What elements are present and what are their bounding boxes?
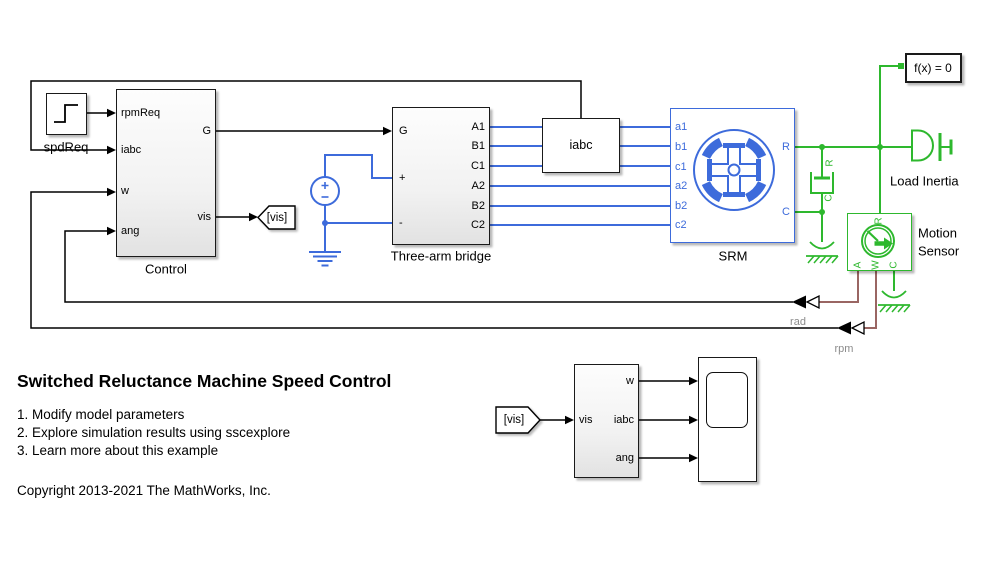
bridge-label: Three-arm bridge bbox=[390, 248, 492, 264]
port-label-bridge-minus: - bbox=[399, 217, 403, 229]
viewer-port-vis: vis bbox=[579, 414, 593, 426]
inertia-shaft-icon[interactable] bbox=[911, 129, 953, 162]
motion-sensor-label-2: Sensor bbox=[918, 243, 960, 259]
annotation-copyright: Copyright 2013-2021 The MathWorks, Inc. bbox=[17, 483, 271, 498]
scope-display bbox=[706, 372, 748, 428]
goto-tag-vis[interactable] bbox=[257, 205, 296, 230]
motion-sensor-label-1: Motion bbox=[918, 225, 958, 241]
srm-port-c1: c1 bbox=[675, 161, 687, 173]
block-solver-config[interactable] bbox=[905, 53, 962, 83]
port-label-a2: A2 bbox=[471, 180, 485, 192]
port-label-iabc-in: iabc bbox=[121, 144, 142, 156]
annotation-step-3: 3. Learn more about this example bbox=[17, 443, 219, 458]
sensor-port-w: W bbox=[870, 260, 882, 270]
goto-tag-label: [vis] bbox=[266, 211, 288, 224]
mechanical-wire-group bbox=[795, 63, 953, 313]
sensor-port-a: A bbox=[852, 261, 864, 269]
port-label-g-out: G bbox=[202, 125, 211, 137]
signal-label-rad: rad bbox=[790, 316, 806, 328]
sensor-port-r: R bbox=[873, 217, 885, 225]
annotation-step-2: 2. Explore simulation results using ssce… bbox=[17, 425, 291, 440]
viewer-port-ang: ang bbox=[615, 452, 634, 464]
block-three-arm-bridge[interactable] bbox=[392, 107, 490, 245]
port-label-vis-out: vis bbox=[197, 211, 211, 223]
spdreq-label: spdReq bbox=[43, 139, 89, 155]
electrical-reference-icon[interactable] bbox=[309, 251, 341, 267]
port-label-rpmreq: rpmReq bbox=[121, 107, 161, 119]
port-label-b2: B2 bbox=[471, 200, 485, 212]
from-tag-label: [vis] bbox=[503, 414, 525, 426]
block-spdreq[interactable] bbox=[46, 93, 87, 135]
srm-port-a1: a1 bbox=[675, 121, 688, 133]
srm-port-c2: c2 bbox=[675, 219, 687, 231]
motor-cross-section-icon bbox=[693, 129, 775, 211]
port-label-b1: B1 bbox=[471, 140, 485, 152]
sensor-port-c: C bbox=[888, 261, 900, 269]
port-label-c1: C1 bbox=[470, 160, 485, 172]
physical-signal-wire-group bbox=[792, 271, 877, 336]
ps-simulink-converter-icon[interactable] bbox=[792, 294, 820, 310]
block-motion-sensor[interactable] bbox=[847, 213, 912, 271]
srm-port-r: R bbox=[782, 141, 790, 153]
dc-voltage-source-icon[interactable] bbox=[310, 176, 340, 206]
viewer-port-w: w bbox=[626, 375, 634, 387]
annotation-step-1: 1. Modify model parameters bbox=[17, 407, 185, 422]
mechanical-reference-icon[interactable] bbox=[806, 241, 839, 264]
port-label-w-in: w bbox=[121, 185, 129, 197]
electrical-wire-group bbox=[309, 126, 670, 267]
solver-label: f(x) = 0 bbox=[914, 61, 952, 75]
signal-label-rpm: rpm bbox=[834, 343, 854, 355]
srm-label: SRM bbox=[718, 248, 748, 264]
block-control[interactable] bbox=[116, 89, 216, 257]
ps-simulink-converter-icon[interactable] bbox=[837, 320, 865, 336]
srm-port-b2: b2 bbox=[675, 200, 688, 212]
load-inertia-label: Load Inertia bbox=[890, 173, 959, 189]
srm-port-b1: b1 bbox=[675, 141, 688, 153]
port-label-bridge-g: G bbox=[399, 125, 408, 137]
annotation-title: Switched Reluctance Machine Speed Contro… bbox=[17, 371, 392, 391]
from-tag-vis[interactable] bbox=[495, 406, 541, 434]
block-viewer-subsystem[interactable] bbox=[574, 364, 639, 478]
port-label-ang-in: ang bbox=[121, 225, 140, 237]
block-iabc-sensor[interactable] bbox=[542, 118, 620, 173]
iabc-sensor-label: iabc bbox=[569, 138, 593, 152]
port-label-c2: C2 bbox=[470, 219, 485, 231]
damper-port-r: R bbox=[824, 159, 836, 167]
signal-wire-group bbox=[30, 80, 838, 463]
block-srm[interactable] bbox=[670, 108, 795, 243]
srm-port-c: C bbox=[782, 206, 790, 218]
mechanical-reference-icon[interactable] bbox=[878, 290, 911, 313]
damper-port-c: C bbox=[823, 194, 835, 202]
viewer-port-iabc: iabc bbox=[613, 414, 634, 426]
control-label: Control bbox=[145, 261, 187, 277]
port-label-bridge-plus: + bbox=[399, 172, 406, 184]
step-icon bbox=[54, 104, 78, 123]
block-scope[interactable] bbox=[698, 357, 757, 482]
rotational-damper-icon[interactable] bbox=[810, 165, 834, 212]
gauge-icon bbox=[861, 224, 895, 258]
srm-port-a2: a2 bbox=[675, 180, 688, 192]
port-label-a1: A1 bbox=[471, 121, 485, 133]
